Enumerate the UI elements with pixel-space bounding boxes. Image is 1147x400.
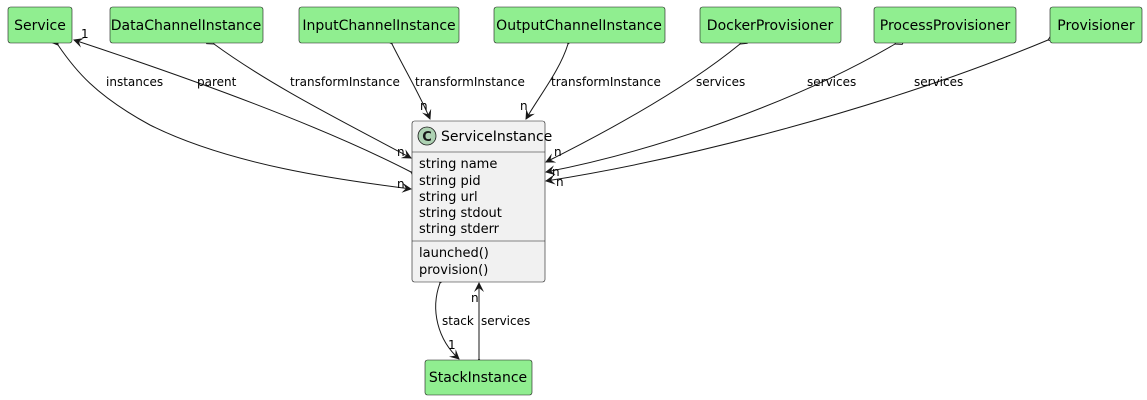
edge-parent [73, 38, 423, 179]
node-docker-provisioner-label: DockerProvisioner [707, 18, 834, 34]
mult-services-stack-n: n [471, 291, 479, 305]
attribute-pid: string pid [419, 174, 481, 189]
edge-label-services-process: services [807, 75, 856, 89]
edge-data-channel [203, 36, 412, 159]
edge-label-stack: stack [442, 314, 474, 328]
edge-label-parent: parent [197, 75, 237, 89]
edge-process-provisioner [545, 36, 907, 176]
edge-label-services-stack: services [481, 314, 530, 328]
mult-provisioner-n: n [556, 175, 564, 189]
edge-docker-provisioner [545, 35, 750, 163]
node-process-provisioner[interactable]: ProcessProvisioner [873, 6, 1017, 44]
mult-output-n: n [520, 99, 528, 113]
attribute-stdout: string stdout [419, 206, 502, 221]
node-docker-provisioner[interactable]: DockerProvisioner [699, 6, 842, 44]
attribute-stderr: string stderr [419, 222, 500, 237]
node-provisioner[interactable]: Provisioner [1049, 6, 1143, 44]
class-service-instance[interactable]: C ServiceInstance string name string pid… [411, 120, 552, 283]
class-name: ServiceInstance [441, 129, 552, 145]
edge-input-channel [385, 32, 432, 120]
edge-label-services-docker: services [696, 75, 745, 89]
node-stack-instance[interactable]: StackInstance [424, 359, 533, 396]
node-input-channel-instance-label: InputChannelInstance [302, 18, 455, 34]
attribute-name: string name [419, 157, 497, 172]
method-launched: launched() [419, 246, 489, 261]
mult-input-n: n [420, 99, 428, 113]
mult-data-n: n [397, 145, 405, 159]
node-data-channel-instance[interactable]: DataChannelInstance [109, 6, 264, 44]
node-service[interactable]: Service [7, 6, 73, 44]
class-icon: C [417, 126, 437, 146]
node-data-channel-instance-label: DataChannelInstance [111, 18, 261, 34]
node-output-channel-instance-label: OutputChannelInstance [496, 18, 662, 34]
mult-service-one: 1 [81, 27, 89, 41]
mult-docker-n: n [554, 145, 562, 159]
node-provisioner-label: Provisioner [1057, 18, 1135, 34]
attribute-url: string url [419, 190, 478, 205]
edge-label-transform-input: transformInstance [415, 75, 525, 89]
edge-stack [435, 270, 460, 360]
mult-process-n: n [552, 165, 560, 179]
edge-label-transform-output: transformInstance [551, 75, 661, 89]
edge-label-instances: instances [106, 75, 163, 89]
edge-provisioner [545, 33, 1060, 185]
node-input-channel-instance[interactable]: InputChannelInstance [298, 6, 460, 44]
method-provision: provision() [419, 263, 488, 278]
edge-label-transform-data: transformInstance [290, 75, 400, 89]
node-process-provisioner-label: ProcessProvisioner [880, 18, 1011, 34]
edge-label-services-provisioner: services [914, 75, 963, 89]
mult-stack-one: 1 [448, 338, 456, 352]
mult-instances-n: n [397, 177, 405, 191]
node-service-label: Service [14, 18, 66, 34]
edge-service-instances [50, 34, 412, 193]
node-output-channel-instance[interactable]: OutputChannelInstance [493, 6, 666, 44]
class-icon-letter: C [422, 130, 432, 145]
node-stack-instance-label: StackInstance [429, 370, 527, 386]
